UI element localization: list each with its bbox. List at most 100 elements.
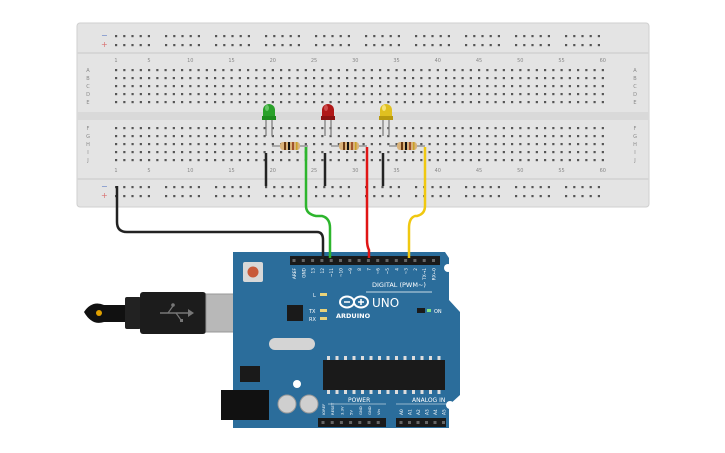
terminal-hole[interactable] <box>453 69 456 72</box>
terminal-hole[interactable] <box>255 85 258 88</box>
rail-hole[interactable] <box>523 195 526 198</box>
terminal-hole[interactable] <box>230 93 233 96</box>
terminal-hole[interactable] <box>519 127 522 130</box>
terminal-hole[interactable] <box>585 101 588 104</box>
terminal-hole[interactable] <box>552 69 555 72</box>
terminal-hole[interactable] <box>354 151 357 154</box>
terminal-hole[interactable] <box>148 101 151 104</box>
terminal-hole[interactable] <box>214 69 217 72</box>
terminal-hole[interactable] <box>197 135 200 138</box>
rail-hole[interactable] <box>247 35 250 38</box>
terminal-hole[interactable] <box>552 127 555 130</box>
terminal-hole[interactable] <box>412 127 415 130</box>
terminal-hole[interactable] <box>205 101 208 104</box>
terminal-hole[interactable] <box>519 143 522 146</box>
terminal-hole[interactable] <box>560 159 563 162</box>
terminal-hole[interactable] <box>313 151 316 154</box>
terminal-hole[interactable] <box>461 159 464 162</box>
power-pin[interactable] <box>367 421 371 424</box>
terminal-hole[interactable] <box>593 151 596 154</box>
rail-hole[interactable] <box>547 44 550 47</box>
rail-hole[interactable] <box>573 195 576 198</box>
rail-hole[interactable] <box>315 35 318 38</box>
terminal-hole[interactable] <box>453 151 456 154</box>
rail-hole[interactable] <box>331 186 334 189</box>
terminal-hole[interactable] <box>189 135 192 138</box>
terminal-hole[interactable] <box>346 159 349 162</box>
terminal-hole[interactable] <box>181 135 184 138</box>
terminal-hole[interactable] <box>346 101 349 104</box>
terminal-hole[interactable] <box>172 85 175 88</box>
terminal-hole[interactable] <box>271 127 274 130</box>
digital-pin[interactable] <box>329 259 333 262</box>
terminal-hole[interactable] <box>453 143 456 146</box>
terminal-hole[interactable] <box>230 101 233 104</box>
terminal-hole[interactable] <box>494 69 497 72</box>
terminal-hole[interactable] <box>478 101 481 104</box>
terminal-hole[interactable] <box>552 135 555 138</box>
terminal-hole[interactable] <box>214 77 217 80</box>
terminal-hole[interactable] <box>123 159 126 162</box>
terminal-hole[interactable] <box>601 101 604 104</box>
terminal-hole[interactable] <box>172 101 175 104</box>
rail-hole[interactable] <box>165 195 168 198</box>
rail-hole[interactable] <box>247 195 250 198</box>
terminal-hole[interactable] <box>370 85 373 88</box>
terminal-hole[interactable] <box>577 77 580 80</box>
rail-hole[interactable] <box>515 44 518 47</box>
terminal-hole[interactable] <box>164 101 167 104</box>
terminal-hole[interactable] <box>486 127 489 130</box>
terminal-hole[interactable] <box>585 143 588 146</box>
terminal-hole[interactable] <box>428 159 431 162</box>
terminal-hole[interactable] <box>214 135 217 138</box>
terminal-hole[interactable] <box>214 85 217 88</box>
rail-hole[interactable] <box>139 35 142 38</box>
terminal-hole[interactable] <box>428 93 431 96</box>
terminal-hole[interactable] <box>354 77 357 80</box>
terminal-hole[interactable] <box>181 101 184 104</box>
rail-hole[interactable] <box>315 195 318 198</box>
terminal-hole[interactable] <box>321 101 324 104</box>
rail-hole[interactable] <box>597 44 600 47</box>
digital-pin[interactable] <box>376 259 380 262</box>
rail-hole[interactable] <box>347 186 350 189</box>
rail-hole[interactable] <box>289 35 292 38</box>
terminal-hole[interactable] <box>181 93 184 96</box>
terminal-hole[interactable] <box>263 93 266 96</box>
terminal-hole[interactable] <box>189 159 192 162</box>
terminal-hole[interactable] <box>123 85 126 88</box>
terminal-hole[interactable] <box>395 77 398 80</box>
digital-pin[interactable] <box>292 259 296 262</box>
terminal-hole[interactable] <box>263 151 266 154</box>
terminal-hole[interactable] <box>568 101 571 104</box>
terminal-hole[interactable] <box>337 69 340 72</box>
terminal-hole[interactable] <box>535 85 538 88</box>
rail-hole[interactable] <box>497 186 500 189</box>
terminal-hole[interactable] <box>478 85 481 88</box>
terminal-hole[interactable] <box>304 135 307 138</box>
terminal-hole[interactable] <box>181 143 184 146</box>
terminal-hole[interactable] <box>115 77 118 80</box>
terminal-hole[interactable] <box>321 159 324 162</box>
terminal-hole[interactable] <box>156 77 159 80</box>
terminal-hole[interactable] <box>560 69 563 72</box>
rail-hole[interactable] <box>181 35 184 38</box>
rail-hole[interactable] <box>589 186 592 189</box>
rail-hole[interactable] <box>515 186 518 189</box>
terminal-hole[interactable] <box>329 93 332 96</box>
rail-hole[interactable] <box>197 44 200 47</box>
terminal-hole[interactable] <box>568 143 571 146</box>
terminal-hole[interactable] <box>222 143 225 146</box>
terminal-hole[interactable] <box>181 159 184 162</box>
digital-pin[interactable] <box>394 259 398 262</box>
terminal-hole[interactable] <box>511 77 514 80</box>
terminal-hole[interactable] <box>156 135 159 138</box>
terminal-hole[interactable] <box>403 135 406 138</box>
terminal-hole[interactable] <box>486 85 489 88</box>
rail-hole[interactable] <box>339 186 342 189</box>
terminal-hole[interactable] <box>131 77 134 80</box>
terminal-hole[interactable] <box>115 127 118 130</box>
terminal-hole[interactable] <box>445 85 448 88</box>
terminal-hole[interactable] <box>148 151 151 154</box>
terminal-hole[interactable] <box>436 143 439 146</box>
